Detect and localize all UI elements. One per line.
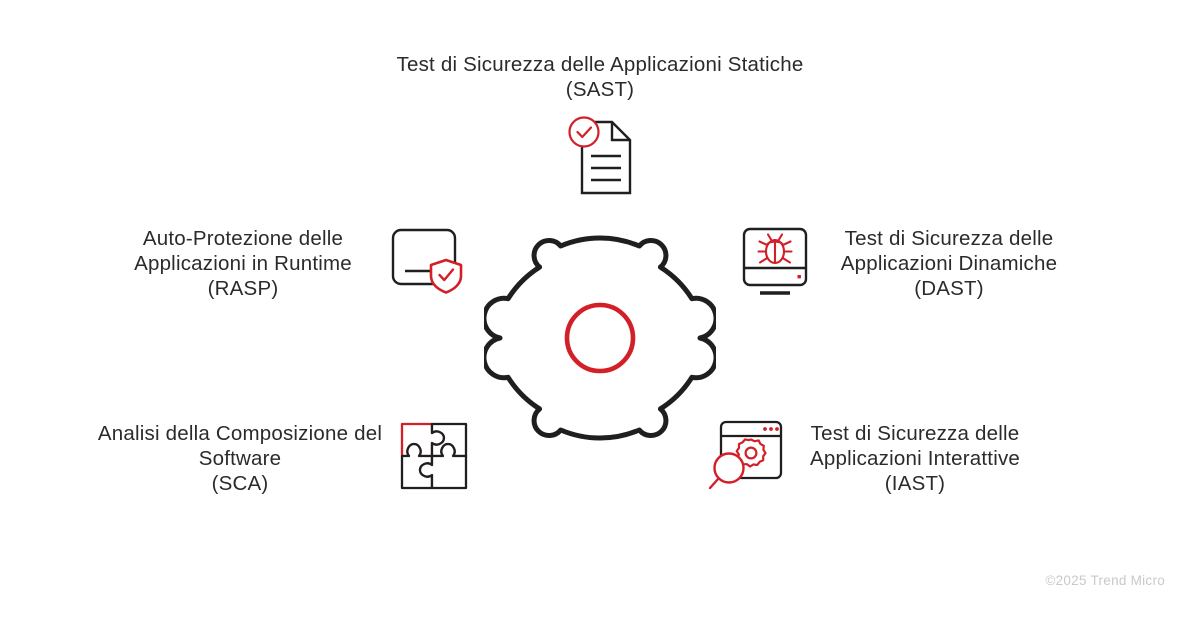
label-rasp: Auto-Protezione delle Applicazioni in Ru… xyxy=(134,227,352,300)
monitor-bug-icon xyxy=(736,222,814,300)
label-sast: Test di Sicurezza delle Applicazioni Sta… xyxy=(396,53,804,101)
puzzle-pieces-icon xyxy=(396,416,480,498)
label-dast: Test di Sicurezza delle Applicazioni Din… xyxy=(840,227,1058,300)
gear-hub-svg xyxy=(481,235,719,441)
label-sca: Analisi della Composizione del Software … xyxy=(97,422,383,495)
document-check-icon xyxy=(560,112,646,202)
browser-gear-search-icon xyxy=(703,416,789,498)
copyright-text: ©2025 Trend Micro xyxy=(1045,573,1165,588)
gear-center-circle xyxy=(564,302,636,374)
label-iast: Test di Sicurezza delle Applicazioni Int… xyxy=(809,422,1021,495)
screen-shield-icon xyxy=(388,222,468,300)
gear-hub xyxy=(481,222,719,459)
